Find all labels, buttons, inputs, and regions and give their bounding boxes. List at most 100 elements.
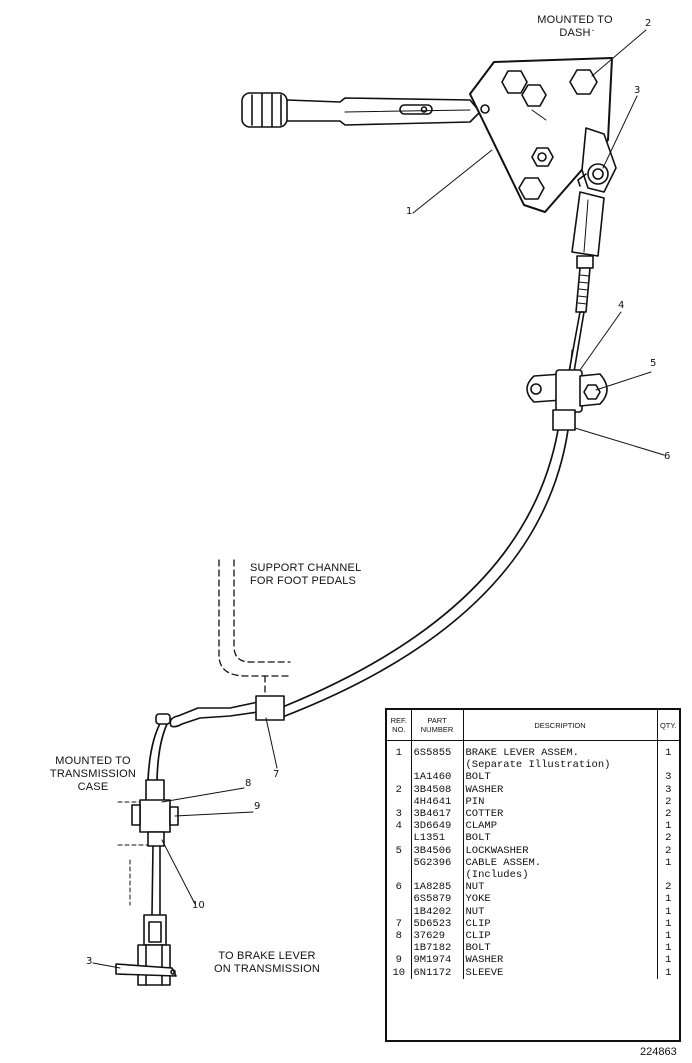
description-text: WASHER: [465, 954, 504, 967]
part-number: [411, 759, 464, 772]
quantity: 1: [657, 967, 679, 979]
part-number-text: 5G2396: [413, 856, 452, 869]
description: BRAKE LEVER ASSEM.: [463, 740, 658, 760]
description: NUT: [463, 905, 658, 918]
part-number-text: 3B4617: [413, 808, 452, 821]
parts-table-body: 1 6S5855 BRAKE LEVER ASSEM. 1 (Separate Illu…: [387, 740, 679, 979]
part-number-text: 5D6523: [413, 917, 452, 930]
header-qty: QTY.: [657, 710, 679, 741]
label-mounted-to-dash: MOUNTED TO DASH: [530, 14, 620, 40]
description-text: BRAKE LEVER ASSEM.: [465, 747, 579, 759]
ref-number: [387, 869, 412, 882]
description: (Includes): [463, 869, 658, 882]
description: NUT: [463, 881, 658, 894]
part-number: 6S5855: [411, 740, 464, 760]
quantity-text: 3: [665, 783, 672, 796]
ref-number-text: 2: [395, 783, 402, 796]
description-text: SLEEVE: [465, 966, 504, 979]
description: CLIP: [463, 930, 658, 943]
description: SLEEVE: [463, 966, 658, 979]
ref-number: 7: [387, 917, 412, 931]
figure-number: 224863: [640, 1046, 677, 1058]
header-ref: REF. NO.: [387, 710, 412, 741]
quantity-text: 3: [665, 771, 672, 784]
part-number: 9M1974: [411, 954, 464, 967]
quantity-text: 1: [665, 917, 672, 930]
description-text: (Separate Illustration): [465, 759, 611, 772]
mounting-reference-lines: [117, 801, 149, 906]
description-text: BOLT: [465, 832, 491, 845]
quantity: 1: [657, 942, 679, 954]
ref-number-text: 8: [395, 930, 402, 943]
part-number: 1B4202: [411, 905, 464, 918]
part-number: 1B7182: [411, 942, 464, 955]
description: CLIP: [463, 917, 658, 931]
callout-1: 1: [406, 206, 413, 217]
cable-clamp: [526, 349, 608, 413]
label-line: FOR FOOT PEDALS: [250, 575, 357, 587]
part-number-text: 3D6649: [413, 820, 452, 833]
description-text: COTTER: [465, 808, 504, 821]
part-number-text: 1B7182: [413, 942, 452, 955]
quantity-text: 1: [665, 856, 672, 869]
description-text: BOLT: [465, 942, 491, 955]
cable-clip: [255, 695, 285, 721]
part-number: 3B4508: [411, 783, 464, 796]
part-number-text: 4H4641: [413, 795, 452, 808]
ref-number: 6: [387, 881, 412, 894]
part-number-text: 1B4202: [413, 905, 452, 918]
callout-7: 7: [273, 769, 280, 780]
threaded-rod: [568, 255, 594, 373]
ref-number: 3: [387, 808, 412, 821]
quantity-text: 1: [665, 966, 672, 979]
part-number: 5G2396: [411, 856, 464, 870]
label-line: ON TRANSMISSION: [213, 963, 321, 975]
callout-2: 2: [645, 18, 652, 29]
callout-5: 5: [650, 358, 657, 369]
description-text: LOCKWASHER: [465, 844, 529, 857]
quantity: 1: [657, 906, 679, 918]
callout-9: 9: [254, 801, 261, 812]
quantity: 1: [657, 857, 679, 869]
leader-lines: [92, 29, 665, 969]
callout-6: 6: [664, 451, 671, 462]
support-channel: [218, 559, 291, 697]
description: PIN: [463, 795, 658, 809]
transmission-end: [115, 713, 179, 986]
description: COTTER: [463, 808, 658, 821]
description-text: (Includes): [465, 869, 529, 882]
quantity: [657, 869, 679, 881]
quantity: 3: [657, 784, 679, 796]
description-text: NUT: [465, 905, 485, 918]
ref-number: 8: [387, 930, 412, 943]
part-number-text: 6N1172: [413, 966, 452, 979]
ref-number: 10: [387, 966, 412, 979]
description: WASHER: [463, 783, 658, 796]
part-number: 5D6523: [411, 917, 464, 931]
table-row: (Includes): [387, 869, 679, 882]
part-number-text: 6S5855: [413, 747, 452, 759]
description-text: CLAMP: [465, 820, 498, 833]
quantity-text: 1: [665, 747, 672, 759]
description-text: CLIP: [465, 930, 491, 943]
ref-number-text: 3: [395, 808, 402, 821]
ref-number: [387, 795, 412, 809]
part-number: 6S5879: [411, 893, 464, 906]
header-description: DESCRIPTION: [463, 710, 658, 741]
quantity: 2: [657, 832, 679, 844]
description-text: NUT: [465, 881, 485, 894]
part-number: 4H4641: [411, 795, 464, 809]
part-number: L1351: [411, 832, 464, 845]
table-row: (Separate Illustration): [387, 759, 679, 772]
quantity: 2: [657, 796, 679, 808]
